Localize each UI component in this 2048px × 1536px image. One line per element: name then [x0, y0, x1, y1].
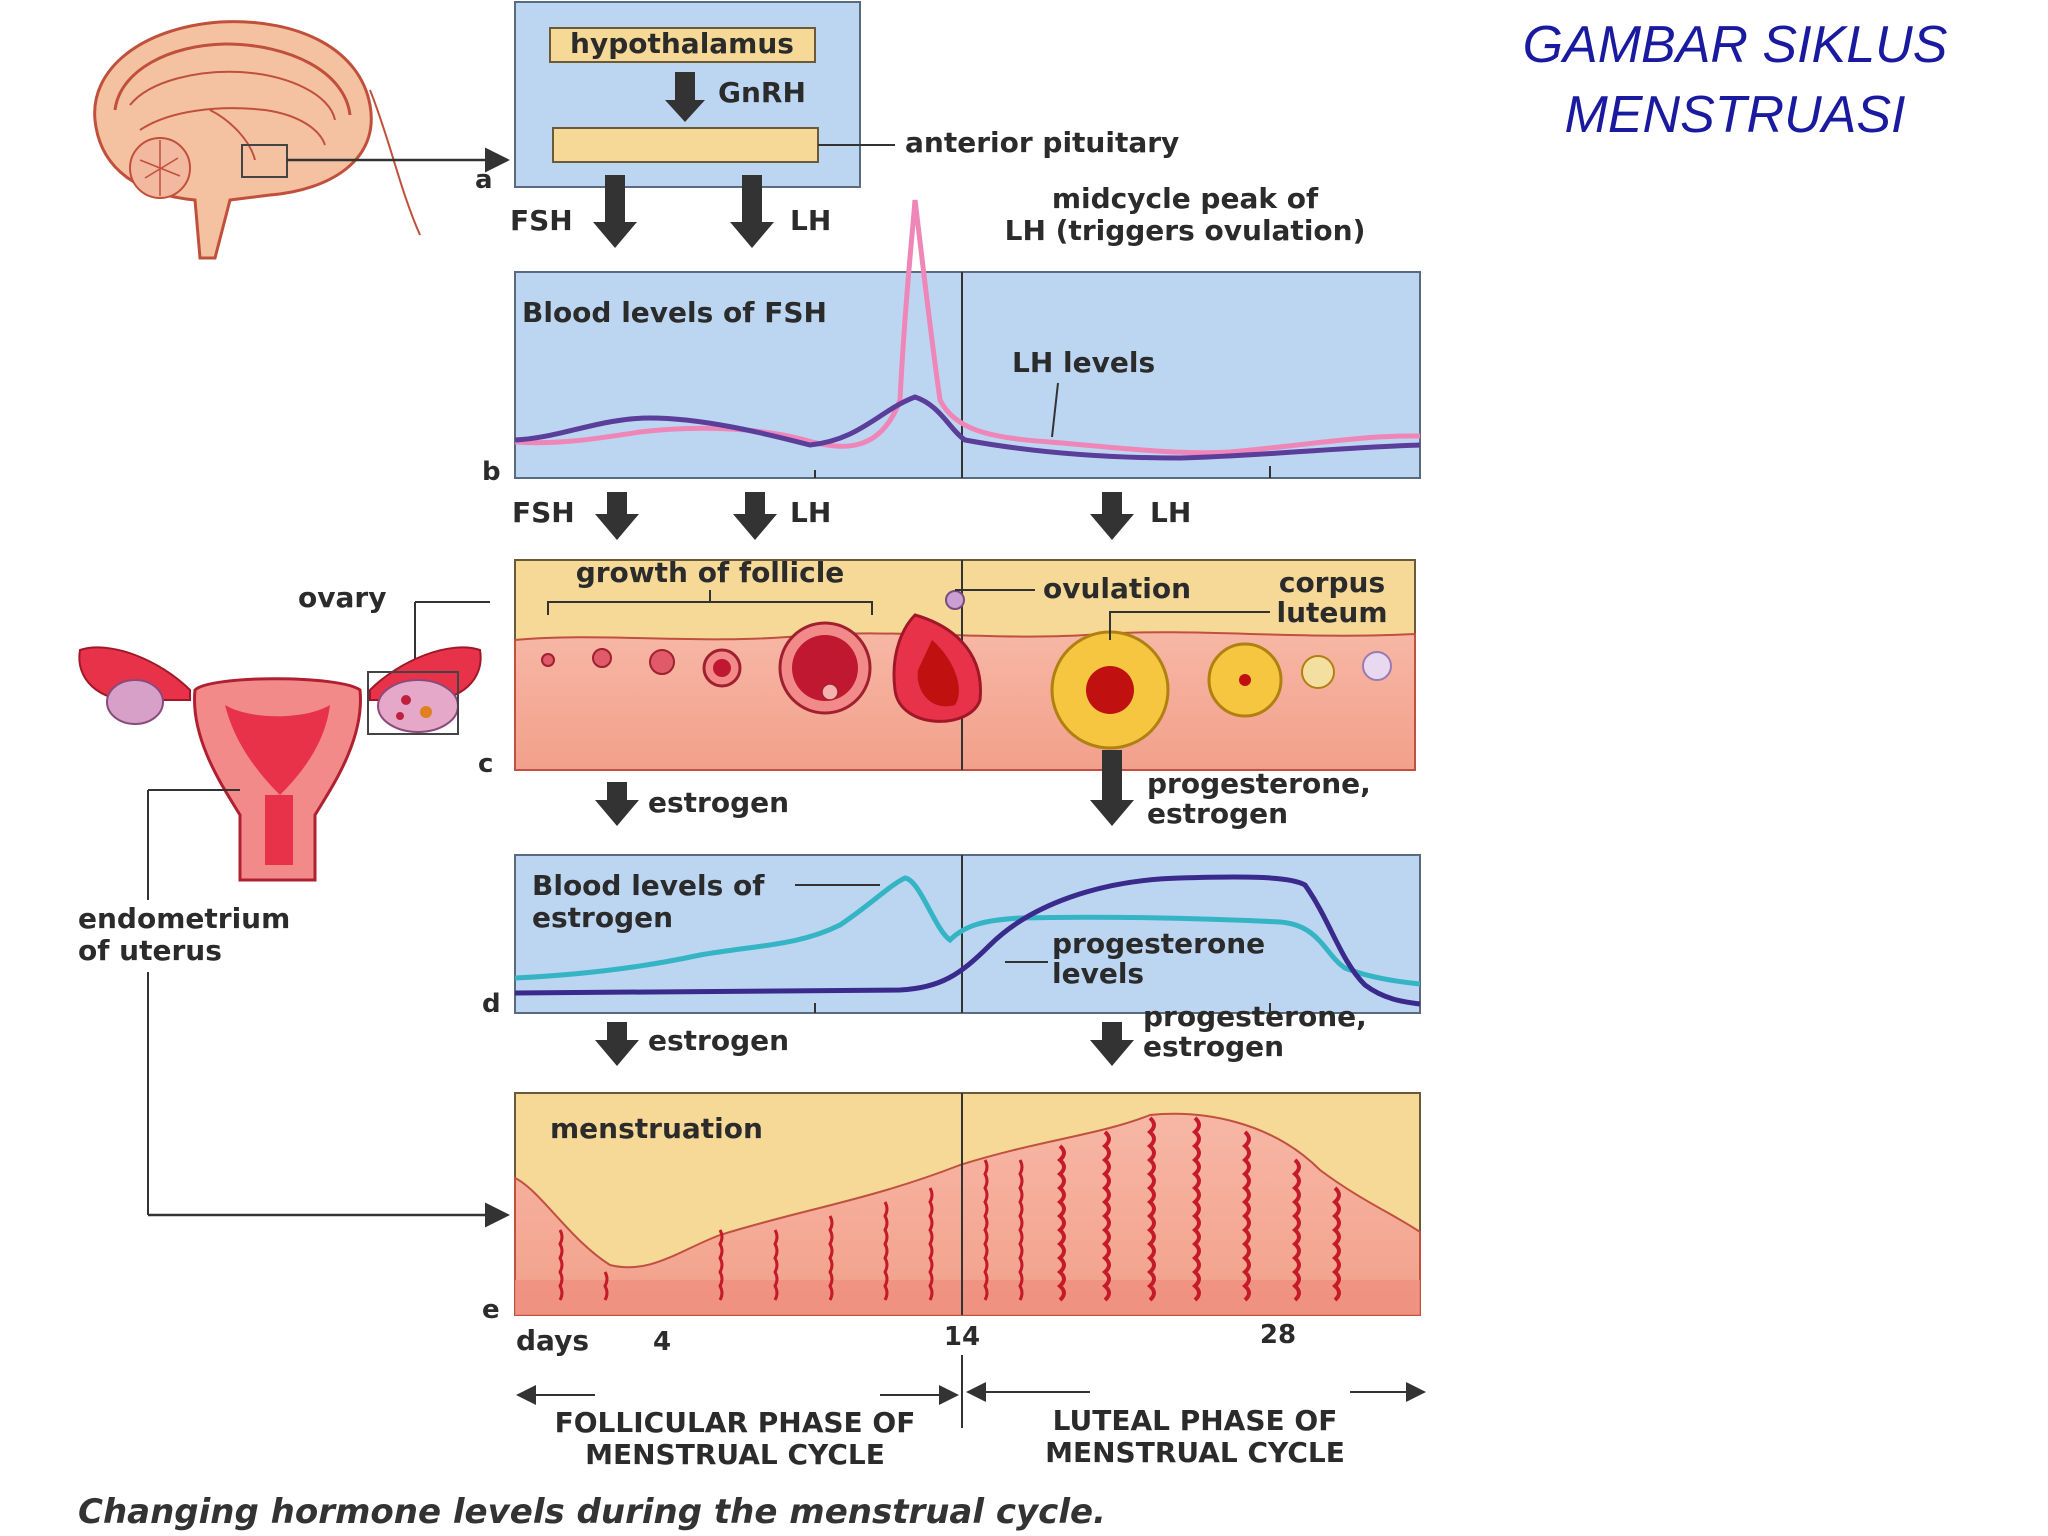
follicular-phase-label-2: MENSTRUAL CYCLE: [585, 1438, 885, 1471]
blood-estrogen-label-2: estrogen: [532, 901, 673, 934]
arrows-b-to-c: FSH LH LH: [512, 492, 1191, 540]
growth-of-follicle-label: growth of follicle: [576, 556, 845, 589]
fsh-curve: [514, 394, 1421, 461]
fsh-arrow-icon-2: [595, 492, 639, 540]
arrows-d-to-e: estrogen progesterone, estrogen: [595, 1000, 1367, 1066]
progesterone-levels-label-1: progesterone: [1052, 927, 1265, 960]
panel-letter-d: d: [482, 989, 501, 1019]
spiral-artery: [1291, 1158, 1301, 1302]
ovulation-label: ovulation: [1043, 572, 1191, 605]
lh-label-2: LH: [790, 496, 831, 529]
page-title: GAMBAR SIKLUS MENSTRUASI: [1523, 16, 1948, 144]
progesterone-curve: [514, 874, 1421, 1007]
spiral-artery: [1191, 1116, 1201, 1302]
blood-fsh-label: Blood levels of FSH: [522, 296, 827, 329]
spiral-artery: [718, 1229, 724, 1301]
spiral-artery: [883, 1201, 889, 1301]
day-tick-4: 4: [653, 1327, 671, 1357]
prog-estrogen-label-2b: estrogen: [1143, 1030, 1284, 1063]
spiral-artery: [1101, 1130, 1111, 1302]
fsh-label-2: FSH: [512, 496, 575, 529]
figure-caption: Changing hormone levels during the menst…: [78, 1492, 1106, 1532]
arrows-a-to-b: FSH LH midcycle peak of LH (triggers ovu…: [510, 175, 1365, 248]
prog-estrogen-arrow-icon-2: [1090, 1022, 1134, 1066]
prog-estrogen-label-2a: progesterone,: [1143, 1000, 1367, 1033]
spiral-arteries: [558, 1116, 1341, 1302]
days-axis: days 4 14 28 FOLLICULAR PHASE OF MENSTRU…: [516, 1320, 1426, 1471]
anterior-pituitary-label: anterior pituitary: [905, 126, 1179, 159]
panel-b: Blood levels of FSH LH levels b: [482, 199, 1421, 487]
panel-letter-b: b: [482, 457, 501, 487]
lh-levels-label: LH levels: [1012, 346, 1155, 379]
gnrh-label: GnRH: [718, 76, 806, 109]
spiral-artery: [928, 1187, 934, 1301]
lh-arrow-icon: [730, 175, 774, 248]
endometrium-lining: [514, 1112, 1421, 1316]
midcycle-label-1: midcycle peak of: [1052, 182, 1319, 215]
endometrium-label-2: of uterus: [78, 934, 222, 967]
panel-letter-a: a: [475, 165, 493, 195]
gnrh-arrow-icon: [665, 72, 705, 122]
spiral-artery: [828, 1215, 834, 1301]
spiral-artery: [558, 1229, 564, 1301]
prog-estrogen-arrow-icon-1: [1090, 750, 1134, 826]
spiral-artery: [1331, 1186, 1341, 1302]
fsh-arrow-icon: [593, 175, 637, 248]
day-tick-14: 14: [944, 1322, 980, 1352]
fsh-label-1: FSH: [510, 204, 573, 237]
brain-illustration: [93, 20, 510, 260]
panel-d: Blood levels of estrogen progesterone le…: [482, 854, 1421, 1019]
luteal-phase-label-2: MENSTRUAL CYCLE: [1045, 1436, 1345, 1469]
days-label: days: [516, 1324, 589, 1357]
estrogen-arrow-icon-2: [595, 1022, 639, 1066]
lh-label-3: LH: [1150, 496, 1191, 529]
estrogen-label-2: estrogen: [648, 1024, 789, 1057]
prog-estrogen-label-1b: estrogen: [1147, 797, 1288, 830]
title-line-1: GAMBAR SIKLUS: [1523, 16, 1948, 74]
spiral-artery: [603, 1271, 609, 1301]
lh-arrow-icon-2: [733, 492, 777, 540]
lh-arrow-icon-3: [1090, 492, 1134, 540]
prog-estrogen-label-1a: progesterone,: [1147, 767, 1371, 800]
spiral-artery: [1241, 1130, 1251, 1302]
spiral-artery: [1018, 1159, 1024, 1301]
panel-a: hypothalamus GnRH anterior pituitary a: [475, 1, 1179, 195]
panel-c: growth of follicle ovulation corpus lute…: [478, 556, 1416, 779]
endometrium-label-1: endometrium: [78, 902, 290, 935]
panel-e: menstruation e: [482, 1092, 1421, 1325]
lh-label-1: LH: [790, 204, 831, 237]
spiral-artery: [983, 1159, 989, 1301]
estrogen-curve: [514, 875, 1421, 987]
title-line-2: MENSTRUASI: [1565, 86, 1906, 144]
luteal-phase-label-1: LUTEAL PHASE OF: [1053, 1404, 1338, 1437]
blood-estrogen-label-1: Blood levels of: [532, 869, 765, 902]
arrows-c-to-d: estrogen progesterone, estrogen: [595, 750, 1371, 830]
spiral-artery: [773, 1229, 779, 1301]
hypothalamus-label: hypothalamus: [570, 27, 794, 60]
spiral-artery: [1146, 1116, 1156, 1302]
corpus-label: corpus: [1279, 566, 1385, 599]
panel-letter-c: c: [478, 749, 493, 779]
progesterone-levels-label-2: levels: [1052, 957, 1144, 990]
day-tick-28: 28: [1260, 1320, 1296, 1350]
pituitary-box: [552, 127, 819, 163]
follicular-phase-label-1: FOLLICULAR PHASE OF: [555, 1406, 916, 1439]
luteum-label: luteum: [1276, 596, 1387, 629]
spiral-artery: [1056, 1144, 1066, 1302]
estrogen-label-1: estrogen: [648, 786, 789, 819]
lh-curve: [514, 199, 1421, 456]
menstruation-label: menstruation: [550, 1112, 763, 1145]
uterus-illustration: ovary endometrium of uterus: [78, 581, 510, 1228]
panel-letter-e: e: [482, 1295, 500, 1325]
midcycle-label-2: LH (triggers ovulation): [1005, 214, 1366, 247]
hypothalamus-box: [549, 27, 816, 63]
follicles: [541, 590, 1392, 750]
estrogen-arrow-icon-1: [595, 782, 639, 826]
ovary-label: ovary: [298, 581, 386, 614]
